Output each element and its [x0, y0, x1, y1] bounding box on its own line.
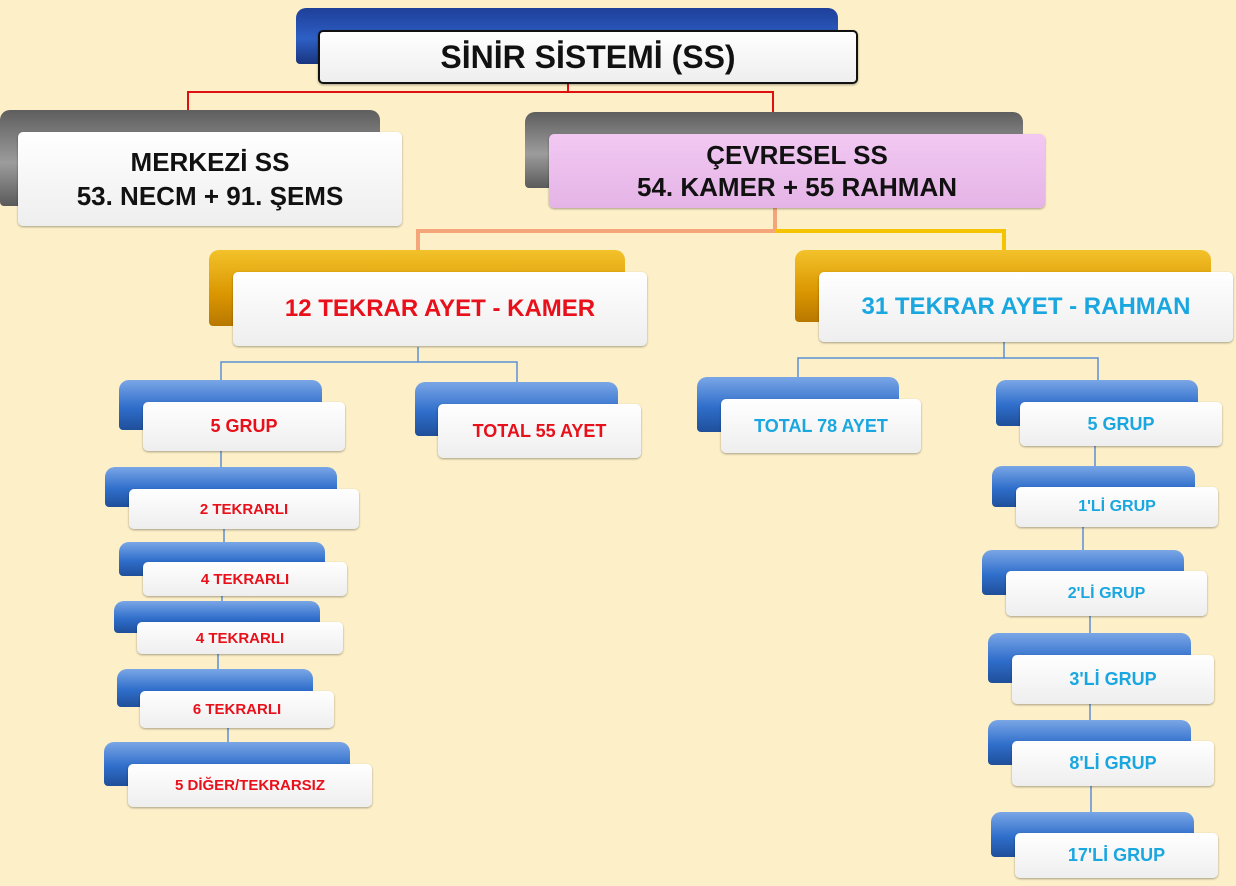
merkezi-title: MERKEZİ SS	[130, 147, 290, 177]
rahman-group-label: 5 GRUP	[1020, 402, 1222, 446]
kamer-item-node: 4 TEKRARLI	[119, 542, 349, 597]
cevresel-subtitle: 54. KAMER + 55 RAHMAN	[636, 172, 957, 202]
kamer-item-node: 4 TEKRARLI	[114, 601, 345, 655]
rahman-item-node: 3'Lİ GRUP	[988, 633, 1215, 705]
rahman-group-node: 5 GRUP	[996, 380, 1223, 447]
rahman-total-label: TOTAL 78 AYET	[721, 399, 921, 453]
rahman-item-node: 8'Lİ GRUP	[988, 720, 1215, 787]
root-node: SİNİR SİSTEMİ (SS)	[296, 8, 862, 86]
kamer-item-label: 4 TEKRARLI	[137, 622, 343, 654]
kamer-item-label: 5 DİĞER/TEKRARSIZ	[128, 764, 372, 807]
root-title: SİNİR SİSTEMİ (SS)	[318, 30, 858, 84]
kamer-item-node: 6 TEKRARLI	[117, 669, 336, 729]
merkezi-subtitle: 53. NECM + 91. ŞEMS	[76, 181, 344, 211]
rahman-item-label: 2'Lİ GRUP	[1006, 571, 1207, 616]
kamer-node: 12 TEKRAR AYET - KAMER	[209, 250, 649, 348]
kamer-total-node: TOTAL 55 AYET	[415, 382, 642, 459]
kamer-item-node: 2 TEKRARLI	[105, 467, 361, 530]
rahman-title: 31 TEKRAR AYET - RAHMAN	[819, 272, 1233, 342]
rahman-item-label: 1'Lİ GRUP	[1016, 487, 1218, 527]
rahman-item-node: 2'Lİ GRUP	[982, 550, 1208, 617]
kamer-group-node: 5 GRUP	[119, 380, 347, 452]
kamer-item-label: 6 TEKRARLI	[140, 691, 334, 728]
rahman-item-node: 17'Lİ GRUP	[991, 812, 1219, 879]
kamer-group-label: 5 GRUP	[143, 402, 345, 451]
kamer-item-label: 4 TEKRARLI	[143, 562, 347, 596]
rahman-item-label: 17'Lİ GRUP	[1015, 833, 1218, 878]
rahman-node: 31 TEKRAR AYET - RAHMAN	[795, 250, 1235, 343]
cevresel-title: ÇEVRESEL SS	[706, 140, 888, 170]
kamer-title: 12 TEKRAR AYET - KAMER	[233, 272, 647, 346]
merkezi-node: MERKEZİ SS 53. NECM + 91. ŞEMS	[0, 110, 404, 228]
kamer-total-label: TOTAL 55 AYET	[438, 404, 641, 458]
rahman-item-label: 8'Lİ GRUP	[1012, 741, 1214, 786]
kamer-item-label: 2 TEKRARLI	[129, 489, 359, 529]
kamer-item-node: 5 DİĞER/TEKRARSIZ	[104, 742, 374, 808]
rahman-total-node: TOTAL 78 AYET	[697, 377, 923, 454]
rahman-item-node: 1'Lİ GRUP	[992, 466, 1219, 528]
cevresel-node: ÇEVRESEL SS 54. KAMER + 55 RAHMAN	[525, 112, 1047, 210]
rahman-item-label: 3'Lİ GRUP	[1012, 655, 1214, 704]
